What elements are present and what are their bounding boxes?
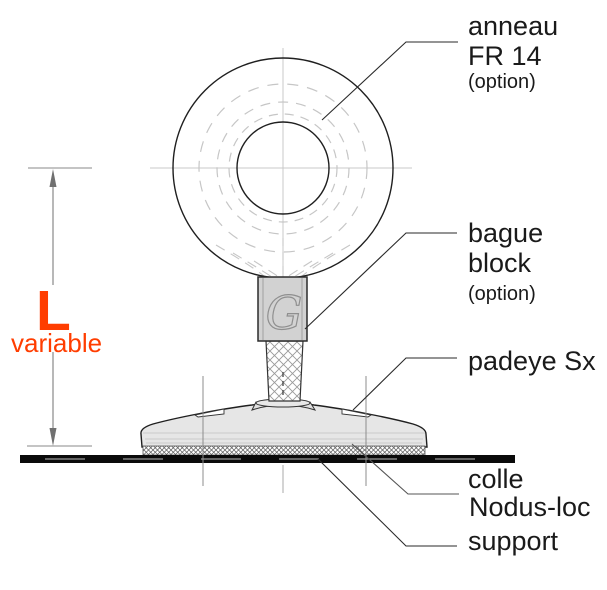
base-notch-right — [341, 408, 373, 418]
ring-hole — [236, 121, 330, 215]
glue-layer — [142, 445, 426, 456]
label-bague-line2: block — [468, 248, 532, 278]
threaded-stud — [265, 340, 304, 402]
dimension-word: variable — [11, 328, 102, 358]
label-anneau-note: (option) — [468, 71, 536, 93]
arrowhead-down-icon — [49, 428, 57, 446]
leader-padeye — [352, 357, 457, 411]
bague-block: G — [257, 276, 308, 342]
callout-labels: anneau FR 14 (option) bague block (optio… — [468, 11, 596, 556]
padeye-base — [140, 402, 428, 448]
label-bague-line1: bague — [468, 218, 543, 248]
shank-hidden-lines — [215, 238, 351, 278]
label-anneau-line1: anneau — [468, 11, 558, 41]
dimension-line-L — [27, 167, 92, 447]
label-support: support — [468, 526, 559, 556]
dimension-letter: L — [36, 279, 71, 343]
label-padeye: padeye Sx — [468, 346, 596, 376]
label-colle-line2: Nodus-loc — [469, 492, 591, 522]
leader-bague — [304, 232, 457, 330]
guide-centerlines — [202, 376, 367, 493]
leader-colle — [351, 443, 459, 495]
ring-hidden-circle-outer — [198, 83, 368, 253]
leader-anneau — [321, 41, 458, 121]
leader-lines — [304, 41, 459, 547]
base-notch-left — [193, 408, 225, 418]
ring-centerlines — [150, 48, 412, 277]
label-anneau-line2: FR 14 — [468, 41, 542, 71]
support-panel — [20, 455, 515, 463]
ring-hidden-circle-middle — [216, 101, 350, 235]
ring-hidden-circle-inner — [228, 113, 338, 223]
arrowhead-up-icon — [49, 169, 57, 187]
label-colle-line1: colle — [468, 464, 524, 494]
leader-support — [317, 458, 457, 547]
block-logo: G — [266, 286, 303, 340]
base-machining-lines — [143, 432, 425, 444]
label-bague-note: (option) — [468, 283, 536, 305]
